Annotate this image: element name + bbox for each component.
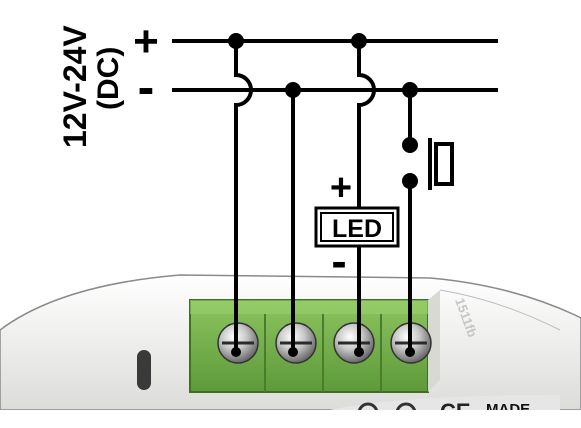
junction-dot [402,82,418,98]
wire-end [231,347,241,357]
junction-dot [228,33,244,49]
supply-plus-symbol: + [133,17,159,66]
led-plus-symbol: + [330,167,352,209]
supply-voltage-label: 12V-24V [57,25,93,148]
junction-dot [285,82,301,98]
led-component: LED [314,206,400,248]
led-label: LED [332,215,382,243]
wire-end [354,347,364,357]
pushbutton-switch [402,137,454,190]
terminal-screw-3 [333,322,375,364]
wire-end [288,347,298,357]
junction-dot [351,33,367,49]
bottom-band [0,410,581,423]
wire-led-anode [357,41,376,208]
supply-type-label: (DC) [92,47,125,110]
button-actuator [434,142,454,186]
wire-end [405,347,415,357]
terminal-screw-2 [275,322,317,364]
led-minus-symbol: - [331,235,346,287]
housing-slot [137,350,151,390]
supply-minus-symbol: - [138,59,155,115]
wire-terminal-1 [234,41,253,352]
